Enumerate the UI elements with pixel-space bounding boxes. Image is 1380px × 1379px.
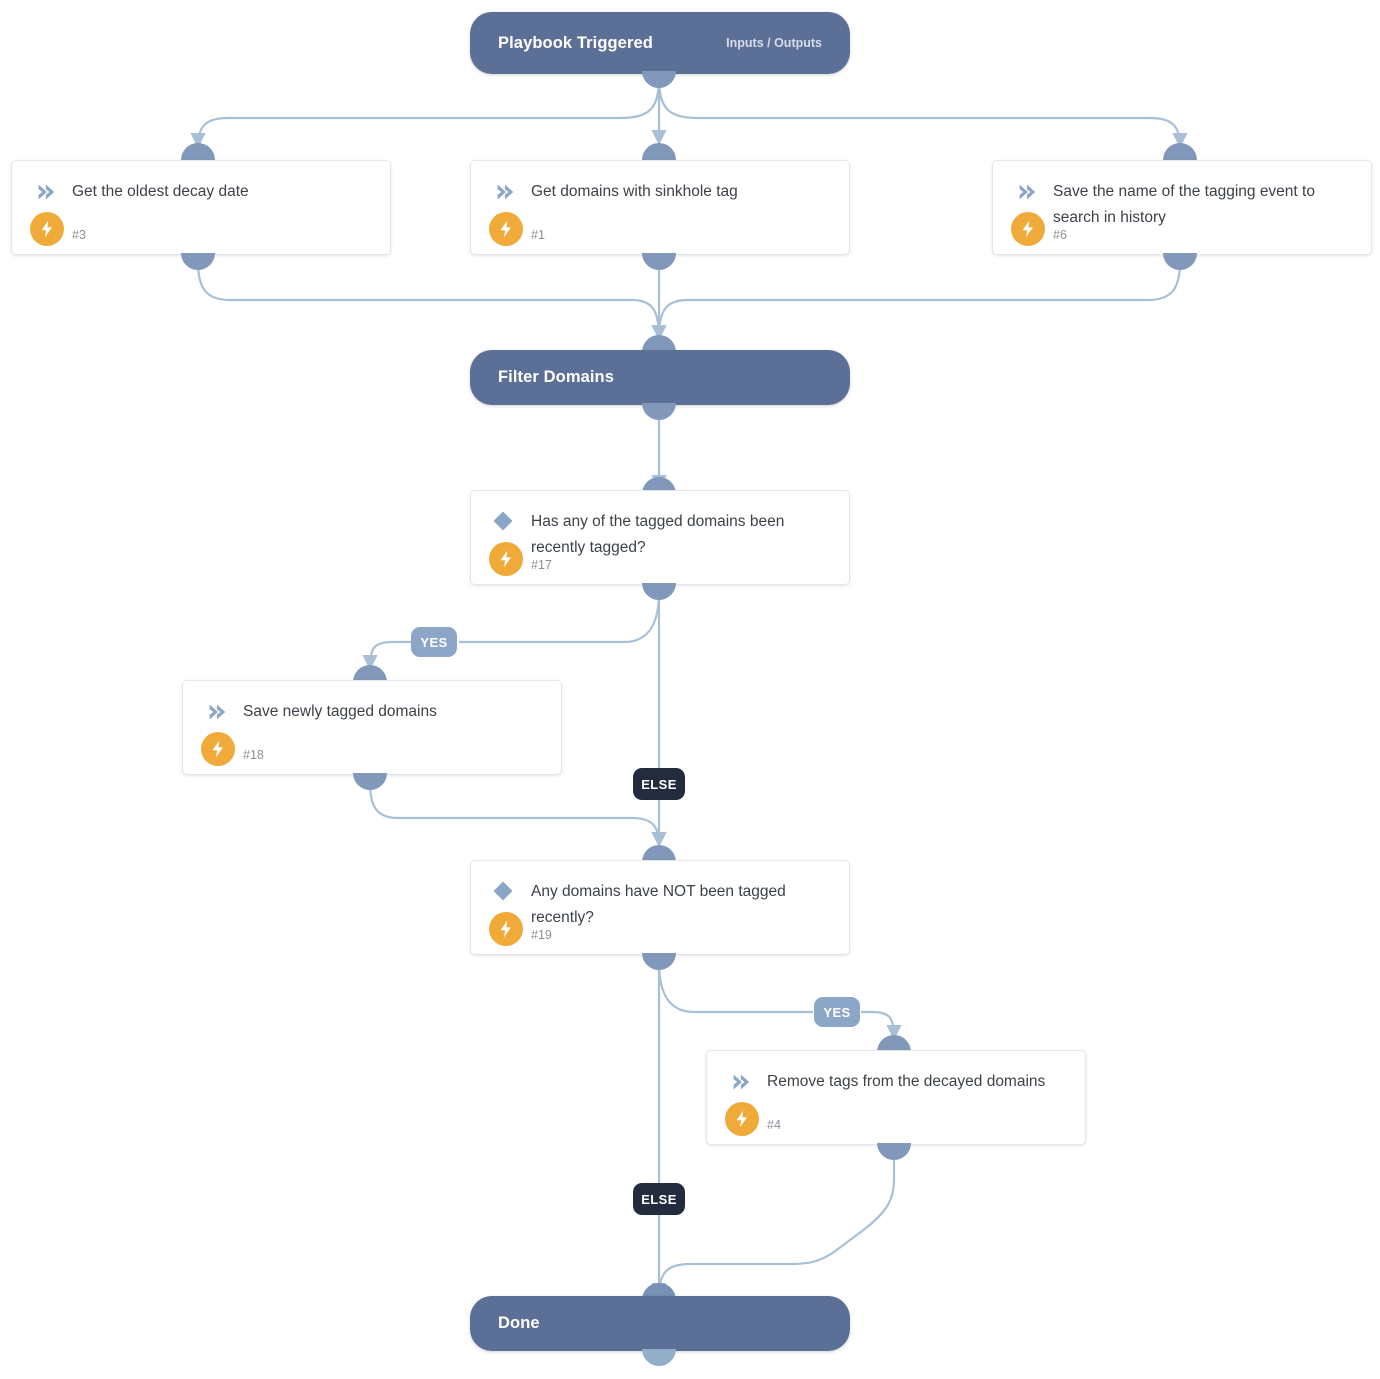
node-filter-domains[interactable]: Filter Domains: [470, 350, 850, 405]
card-decision-not-tagged-recently[interactable]: Any domains have NOT been tagged recentl…: [470, 860, 850, 955]
handle-start-out[interactable]: [642, 71, 676, 88]
card-get-oldest-decay-date[interactable]: Get the oldest decay date #3: [11, 160, 391, 255]
diamond-icon: [491, 509, 515, 533]
lightning-icon: [1011, 212, 1045, 246]
node-playbook-triggered[interactable]: Playbook Triggered Inputs / Outputs: [470, 12, 850, 74]
node-title: Playbook Triggered: [498, 33, 653, 52]
card-step-number: #19: [531, 928, 552, 942]
card-get-domains-sinkhole-tag[interactable]: Get domains with sinkhole tag #1: [470, 160, 850, 255]
edge-label-else-1[interactable]: ELSE: [633, 768, 685, 800]
handle-done-in[interactable]: [642, 1283, 676, 1300]
edge-label-text: ELSE: [641, 1191, 677, 1207]
card-step-number: #4: [767, 1118, 781, 1132]
handle-sinkhole-out[interactable]: [642, 253, 676, 270]
node-title: Filter Domains: [498, 368, 615, 386]
handle-filter-in[interactable]: [642, 335, 676, 352]
edge-label-text: YES: [420, 634, 448, 650]
card-save-tagging-event-name[interactable]: Save the name of the tagging event to se…: [992, 160, 1372, 255]
handle-remove4-in[interactable]: [877, 1035, 911, 1052]
handle-decay-out[interactable]: [181, 253, 215, 270]
handle-save18-in[interactable]: [353, 665, 387, 682]
card-step-number: #18: [243, 748, 264, 762]
handle-savename-out[interactable]: [1163, 253, 1197, 270]
lightning-icon: [725, 1102, 759, 1136]
edge-q17-yes-a: [459, 591, 661, 644]
edge-q17-yes-b: [362, 640, 411, 671]
chevron-icon: [205, 701, 227, 723]
lightning-icon: [489, 542, 523, 576]
lightning-icon: [489, 912, 523, 946]
handle-savename-in[interactable]: [1163, 143, 1197, 160]
edge-savename-to-filter: [651, 261, 1182, 341]
card-save-newly-tagged-domains[interactable]: Save newly tagged domains #18: [182, 680, 562, 775]
lightning-icon: [201, 732, 235, 766]
node-title: Done: [498, 1314, 540, 1332]
card-title: Any domains have NOT been tagged recentl…: [531, 883, 786, 926]
node-done[interactable]: Done: [470, 1296, 850, 1351]
edge-label-else-2[interactable]: ELSE: [633, 1183, 685, 1215]
diamond-icon: [491, 879, 515, 903]
card-step-number: #17: [531, 558, 552, 572]
edge-label-yes-1[interactable]: YES: [411, 627, 457, 657]
card-decision-recently-tagged[interactable]: Has any of the tagged domains been recen…: [470, 490, 850, 585]
edge-save18-to-q19: [368, 781, 667, 848]
chevron-icon: [34, 181, 56, 203]
chevron-icon: [493, 181, 515, 203]
handle-q19-out[interactable]: [642, 953, 676, 970]
handle-q17-in[interactable]: [642, 477, 676, 494]
card-step-number: #6: [1053, 228, 1067, 242]
edge-q19-yes-b: [861, 1010, 902, 1041]
handle-done-out[interactable]: [642, 1349, 676, 1366]
card-step-number: #3: [72, 228, 86, 242]
card-title: Save newly tagged domains: [243, 703, 437, 720]
lightning-icon: [489, 212, 523, 246]
card-title: Remove tags from the decayed domains: [767, 1073, 1046, 1090]
chevron-icon: [1015, 181, 1037, 203]
edge-start-to-savename: [657, 77, 1188, 149]
handle-q19-in[interactable]: [642, 845, 676, 862]
card-title: Save the name of the tagging event to se…: [1053, 183, 1315, 226]
handle-q17-out[interactable]: [642, 583, 676, 600]
card-title: Has any of the tagged domains been recen…: [531, 513, 785, 556]
card-title: Get domains with sinkhole tag: [531, 183, 738, 200]
handle-remove4-out[interactable]: [877, 1143, 911, 1160]
edge-remove4-to-done: [651, 1152, 896, 1299]
handle-filter-out[interactable]: [642, 403, 676, 420]
card-step-number: #1: [531, 228, 545, 242]
edge-label-yes-2[interactable]: YES: [814, 997, 860, 1027]
inputs-outputs-label[interactable]: Inputs / Outputs: [726, 36, 822, 50]
edge-decay-to-filter: [196, 261, 667, 341]
edge-start-to-decay: [190, 77, 661, 149]
lightning-icon: [30, 212, 64, 246]
edge-q19-yes-a: [657, 961, 813, 1014]
edge-label-text: ELSE: [641, 776, 677, 792]
handle-save18-out[interactable]: [353, 773, 387, 790]
card-remove-tags-decayed-domains[interactable]: Remove tags from the decayed domains #4: [706, 1050, 1086, 1145]
edge-label-text: YES: [823, 1004, 851, 1020]
card-title: Get the oldest decay date: [72, 183, 249, 200]
handle-sinkhole-in[interactable]: [642, 143, 676, 160]
chevron-icon: [729, 1071, 751, 1093]
handle-decay-in[interactable]: [181, 143, 215, 160]
